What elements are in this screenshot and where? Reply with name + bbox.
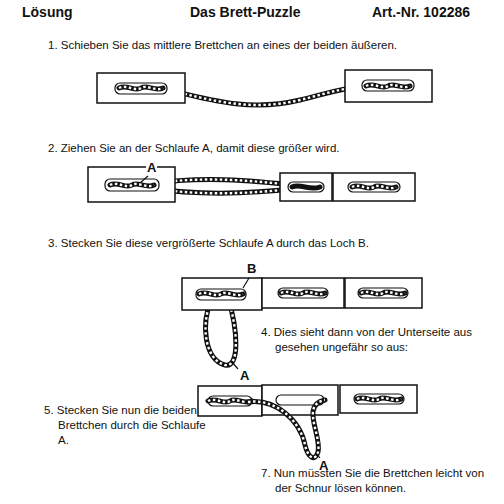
- step2-figure: [88, 167, 415, 202]
- callout-letter: A: [146, 161, 157, 174]
- step1-figure: [97, 70, 432, 105]
- callout-letter: B: [246, 262, 257, 275]
- step-text: 3. Stecken Sie diese vergrößerte Schlauf…: [48, 236, 493, 251]
- article-number: Art.-Nr. 102286: [372, 3, 470, 21]
- page-title: Das Brett-Puzzle: [190, 3, 300, 21]
- solution-heading: Lösung: [22, 3, 73, 21]
- step3-figure: [182, 278, 422, 369]
- step-text: 1. Schieben Sie das mittlere Brettchen a…: [48, 38, 493, 53]
- step-text: 5. Stecken Sie nun die beiden Brettchen …: [44, 403, 208, 448]
- step-text: 4. Dies sieht dann von der Unterseite au…: [261, 325, 500, 355]
- step-text: 2. Ziehen Sie an der Schlaufe A, damit d…: [48, 141, 493, 156]
- step-text: 7. Nun müssten Sie die Brettchen leicht …: [261, 466, 500, 496]
- callout-letter: A: [239, 369, 250, 382]
- step5-figure: [198, 385, 417, 458]
